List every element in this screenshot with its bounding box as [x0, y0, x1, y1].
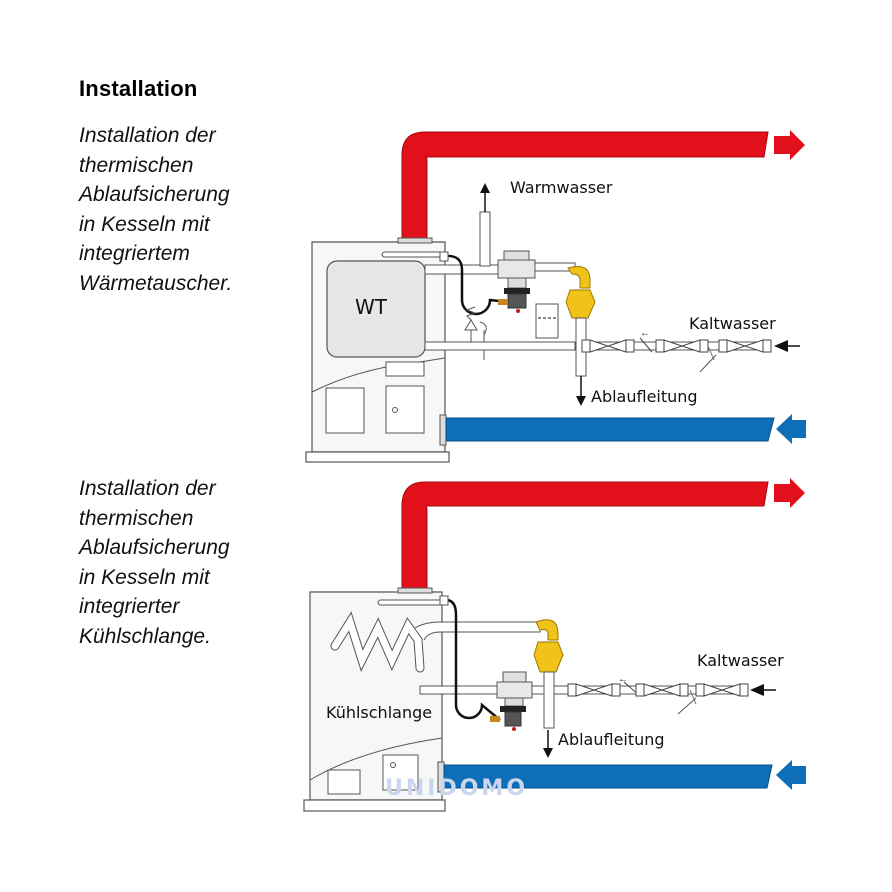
diagram-cooling-coil: Kühlschlange Ablaufleitung ←: [303, 478, 806, 812]
caption-line: Wärmetauscher.: [79, 271, 233, 295]
caption-line: Ablaufsicherung: [79, 536, 230, 559]
caption-line: in Kesseln mit: [79, 212, 210, 236]
drain-safety-fitting: [565, 266, 596, 377]
cold-arrow-icon: [776, 414, 806, 444]
caption-cooling-coil: Installation der thermischen Ablaufsiche…: [79, 474, 230, 651]
caption-line: Ablaufsicherung: [79, 183, 230, 206]
caption-line: thermischen: [79, 506, 194, 530]
cold-in-arrow-icon: [750, 684, 764, 696]
drain-label: Ablaufleitung: [591, 387, 698, 406]
caption-line: integriertem: [79, 242, 190, 265]
down-arrow-icon: [576, 396, 586, 406]
drain-label: Ablaufleitung: [558, 730, 665, 749]
caption-line: in Kesseln mit: [79, 565, 210, 589]
up-arrow-icon: [480, 183, 490, 193]
hot-water-pipe: [401, 481, 769, 593]
caption-line: Kühlschlange.: [79, 624, 211, 648]
cold-arrow-icon: [776, 760, 806, 790]
warm-water-label: Warmwasser: [510, 178, 613, 197]
down-arrow-icon: [543, 748, 553, 758]
heat-exchanger-label: WT: [355, 295, 388, 319]
hot-arrow-icon: [774, 130, 805, 160]
diagram-heat-exchanger: WT Warmwasser: [305, 130, 806, 463]
caption-heat-exchanger: Installation der thermischen Ablaufsiche…: [79, 121, 232, 298]
page-heading: Installation: [79, 76, 198, 101]
cold-in-arrow-icon: [774, 340, 788, 352]
caption-line: integrierter: [79, 595, 180, 618]
cold-water-label: Kaltwasser: [697, 651, 784, 670]
hot-arrow-icon: [774, 478, 805, 508]
flow-arrow-icon: ←: [640, 328, 650, 339]
thermostatic-valve: [496, 671, 533, 731]
caption-line: thermischen: [79, 153, 194, 177]
boiler: WT: [305, 237, 450, 463]
boiler: Kühlschlange: [303, 587, 446, 812]
watermark: UNIDOMO: [385, 776, 528, 801]
heat-exchanger: [326, 260, 426, 358]
cold-water-label: Kaltwasser: [689, 314, 776, 333]
cold-water-pipe: [445, 417, 775, 442]
cooling-coil-label: Kühlschlange: [326, 703, 432, 722]
thermostatic-valve: [497, 250, 536, 313]
caption-line: Installation der: [79, 124, 216, 147]
flow-arrow-icon: ←: [618, 674, 628, 685]
hot-water-pipe: [401, 131, 769, 241]
caption-line: Installation der: [79, 477, 216, 500]
drain-safety-fitting: [533, 619, 564, 729]
cold-water-pipe: [443, 764, 773, 789]
